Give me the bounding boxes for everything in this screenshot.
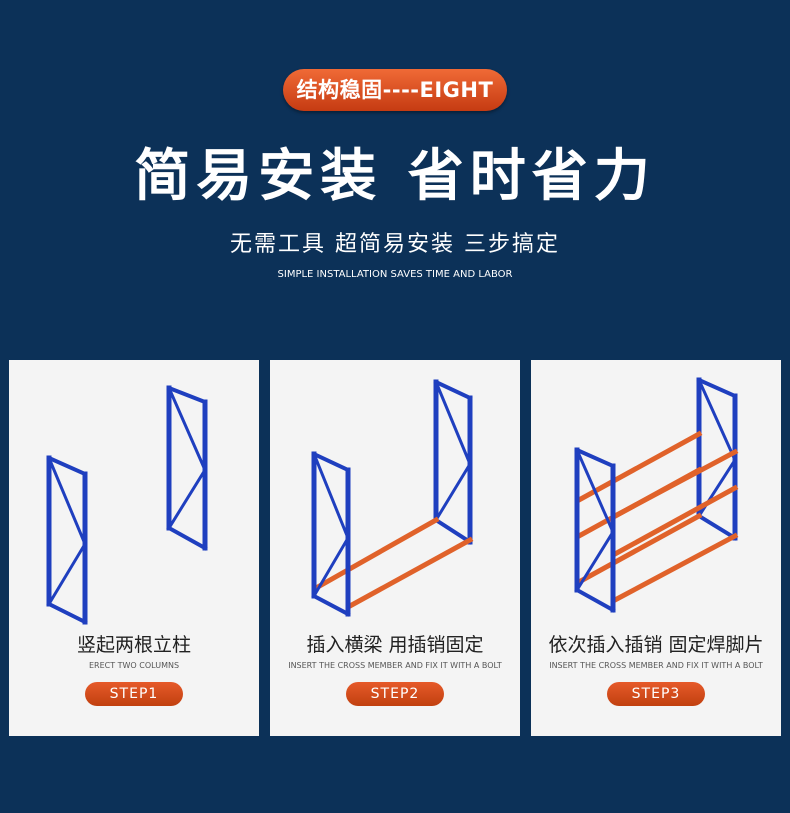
step-subtitle: INSERT THE CROSS MEMBER AND FIX IT WITH … <box>549 661 763 670</box>
cross-beams <box>575 430 739 604</box>
headline: 简易安装 省时省力 <box>134 144 656 209</box>
section-badge: 结构稳固----EIGHT <box>283 69 507 111</box>
rack-illustration-step2 <box>311 379 474 617</box>
step-card-2: 插入横梁 用插销固定 INSERT THE CROSS MEMBER AND F… <box>270 360 520 736</box>
upright-frame-back <box>433 379 473 545</box>
step-title: 竖起两根立柱 <box>76 634 191 656</box>
cross-beams <box>312 516 474 610</box>
rack-illustration-step1 <box>46 385 208 625</box>
upright-frame-back <box>166 385 208 551</box>
step-title: 插入横梁 用插销固定 <box>306 634 484 656</box>
step-card-3: 依次插入插销 固定焊脚片 INSERT THE CROSS MEMBER AND… <box>531 360 781 736</box>
step-subtitle: ERECT TWO COLUMNS <box>88 661 180 670</box>
upright-frame-front <box>574 447 616 613</box>
rack-illustration-step3 <box>574 377 739 613</box>
step1-button[interactable]: STEP1 <box>85 682 183 706</box>
step-card-1: 竖起两根立柱 ERECT TWO COLUMNS STEP1 <box>9 360 259 736</box>
subheadline: 无需工具 超简易安装 三步搞定 <box>230 232 560 257</box>
step3-button[interactable]: STEP3 <box>607 682 705 706</box>
subheadline-english: SIMPLE INSTALLATION SAVES TIME AND LABOR <box>277 269 513 280</box>
step-title: 依次插入插销 固定焊脚片 <box>548 634 764 656</box>
step-subtitle: INSERT THE CROSS MEMBER AND FIX IT WITH … <box>288 661 502 670</box>
upright-frame-front <box>46 455 88 625</box>
step2-button[interactable]: STEP2 <box>346 682 444 706</box>
upright-frame-front <box>311 451 351 617</box>
